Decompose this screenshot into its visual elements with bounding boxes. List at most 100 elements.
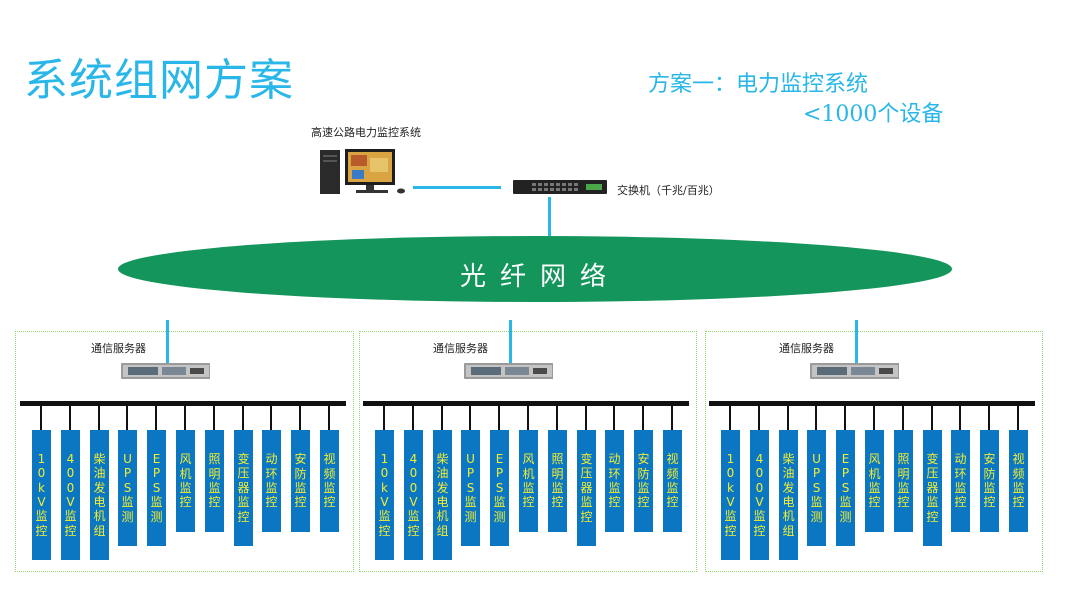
device-label-char: k <box>381 480 388 495</box>
computer-icon <box>320 149 405 194</box>
device-label-char: 机 <box>179 466 192 481</box>
device-box: 照明监控 <box>548 430 567 532</box>
device-label-char: 油 <box>782 466 795 481</box>
device-drop-line <box>155 404 157 430</box>
device-label-char: 监 <box>179 481 192 495</box>
device-label-char: 0 <box>66 466 75 481</box>
device-label-char: 发 <box>436 480 449 495</box>
fiber-network-ellipse <box>118 236 952 302</box>
device-label-char: 控 <box>35 523 48 538</box>
device-label-char: 照 <box>551 452 564 467</box>
device-label-char: 4 <box>66 451 75 466</box>
device-box: 视频监控 <box>320 430 339 532</box>
device-label-char: V <box>66 495 75 509</box>
device-label-char: 防 <box>637 466 650 481</box>
device-label-char: 控 <box>265 495 278 510</box>
device-label-char: 监 <box>608 481 621 495</box>
device-label-char: 压 <box>237 466 250 481</box>
device-label-char: 监 <box>64 509 77 524</box>
device-box: 变压器监控 <box>234 430 253 546</box>
device-label-char: k <box>38 480 45 495</box>
device-label-char: 监 <box>237 495 250 510</box>
device-label-char: 频 <box>323 466 336 481</box>
device-drop-line <box>441 404 443 430</box>
device-label-char: 0 <box>755 480 764 495</box>
device-label-char: 控 <box>179 495 192 510</box>
device-label-char: 动 <box>954 452 967 467</box>
device-drop-line <box>328 404 330 430</box>
device-label-char: 控 <box>237 509 250 524</box>
switch-label: 交换机（千兆/百兆） <box>617 184 720 197</box>
device-label-char: 控 <box>724 523 737 538</box>
device-label-char: 油 <box>436 466 449 481</box>
device-label-char: P <box>812 466 821 481</box>
device-label-char: 控 <box>378 523 391 538</box>
device-label-char: 控 <box>208 495 221 510</box>
server-icon <box>121 363 210 379</box>
slide-title: 系统组网方案 <box>24 55 294 106</box>
device-drop-line <box>498 404 500 430</box>
device-label-char: V <box>755 495 764 509</box>
device-label-char: 监 <box>265 481 278 495</box>
device-label-char: 电 <box>93 495 106 509</box>
device-label-char: E <box>152 451 161 466</box>
device-label-char: 柴 <box>782 451 795 466</box>
device-label-char: 监 <box>378 509 391 524</box>
device-drop-line <box>270 404 272 430</box>
device-label-char: S <box>495 480 504 495</box>
device-box: 安防监控 <box>291 430 310 532</box>
device-label-char: 动 <box>608 452 621 467</box>
device-drop-line <box>412 404 414 430</box>
device-drop-line <box>184 404 186 430</box>
device-drop-line <box>758 404 760 430</box>
device-label-char: 0 <box>726 466 735 481</box>
device-label-char: 压 <box>926 466 939 481</box>
device-label-char: 压 <box>580 466 593 481</box>
device-label-char: E <box>495 451 504 466</box>
device-drop-line <box>242 404 244 430</box>
device-label-char: 控 <box>551 495 564 510</box>
device-label-char: 控 <box>753 523 766 538</box>
server-icon <box>464 363 553 379</box>
device-label-char: P <box>466 466 475 481</box>
device-label-char: 安 <box>294 452 307 467</box>
device-label-char: 监 <box>551 481 564 495</box>
device-label-char: 监 <box>493 495 506 510</box>
device-label-char: 照 <box>208 452 221 467</box>
device-label-char: 监 <box>897 481 910 495</box>
device-drop-line <box>527 404 529 430</box>
device-label-char: V <box>726 495 735 509</box>
device-label-char: 控 <box>580 509 593 524</box>
device-label-char: P <box>123 466 132 481</box>
device-box: 照明监控 <box>894 430 913 532</box>
device-label-char: 测 <box>493 509 506 524</box>
device-label-char: 变 <box>237 451 250 466</box>
device-label-char: 变 <box>926 451 939 466</box>
device-label-char: 发 <box>782 480 795 495</box>
device-drop-line <box>556 404 558 430</box>
device-label-char: S <box>466 480 475 495</box>
device-label-char: 监 <box>522 481 535 495</box>
device-label-char: V <box>37 495 46 509</box>
device-drop-line <box>988 404 990 430</box>
device-drop-line <box>69 404 71 430</box>
device-label-char: 0 <box>37 466 46 481</box>
device-box: 动环监控 <box>605 430 624 532</box>
device-label-char: 监 <box>637 481 650 495</box>
device-box: 动环监控 <box>951 430 970 532</box>
device-box: 动环监控 <box>262 430 281 532</box>
device-label-char: 监 <box>839 495 852 510</box>
device-label-char: 监 <box>954 481 967 495</box>
device-label-char: 油 <box>93 466 106 481</box>
uplink-line <box>548 197 551 237</box>
device-label-char: 环 <box>608 466 621 481</box>
server-group-border <box>705 331 1043 572</box>
device-drop-line <box>873 404 875 430</box>
device-drop-line <box>299 404 301 430</box>
device-label-char: 频 <box>666 466 679 481</box>
device-drop-line <box>469 404 471 430</box>
device-label-char: 变 <box>580 451 593 466</box>
